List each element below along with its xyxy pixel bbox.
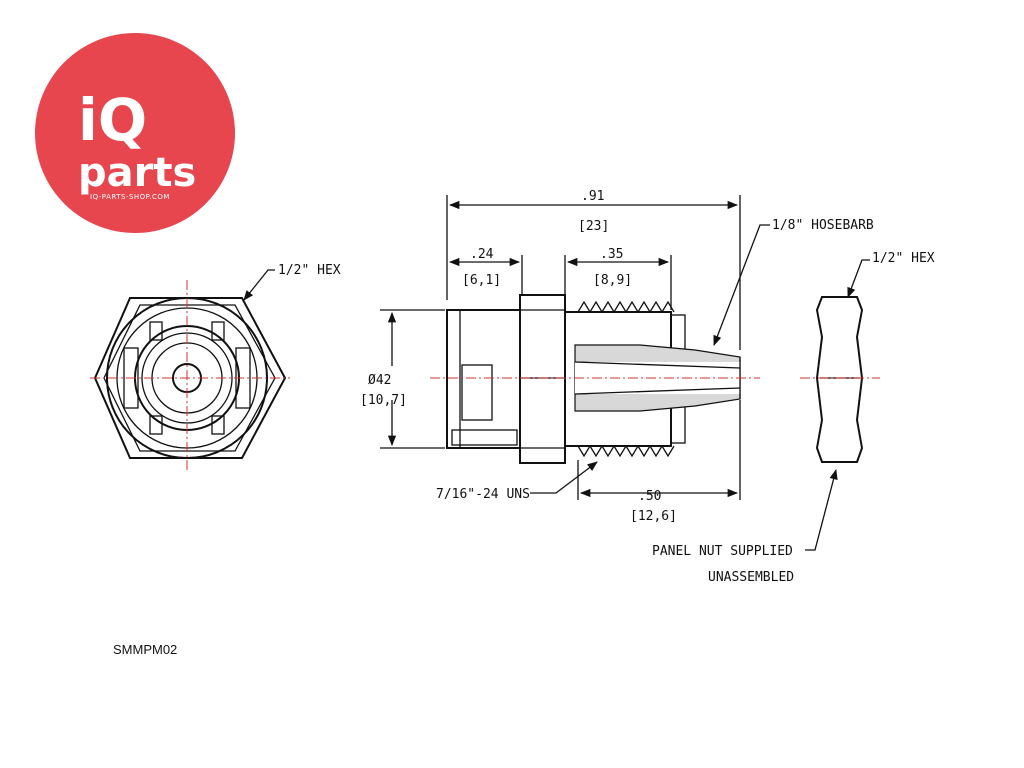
logo-website: IQ-PARTS-SHOP.COM [90,193,170,201]
barb-length: .50 [638,489,661,504]
logo-iq: iQ [78,86,147,154]
front-view: 1/2" HEX [90,263,341,470]
diameter-mm: [10,7] [360,393,407,408]
barb-length-mm: [12,6] [630,509,677,524]
nut-view: 1/2" HEX PANEL NUT SUPPLIED UNASSEMBLED [652,251,935,585]
nut-note-line2: UNASSEMBLED [708,570,794,585]
overall-length: .91 [581,189,604,204]
logo-circle [35,33,235,233]
thread-length-mm: [8,9] [593,273,632,288]
hosebarb-label: 1/8" HOSEBARB [772,218,874,233]
thread-length: .35 [600,247,623,262]
nut-hex-label: 1/2" HEX [872,251,935,266]
body-hex [519,294,566,464]
iq-parts-logo: iQ parts IQ-PARTS-SHOP.COM [35,33,235,233]
hosebarb [574,344,741,412]
diameter: Ø42 [368,373,391,388]
body-length-mm: [6,1] [462,273,501,288]
side-view: .91 [23] 1/8" HOSEBARB .24 [6,1] .35 [8,… [360,189,874,524]
front-hex-label: 1/2" HEX [278,263,341,278]
thread-label: 7/16"-24 UNS [436,487,530,502]
nut-note-line1: PANEL NUT SUPPLIED [652,544,793,559]
logo-parts: parts [78,150,196,196]
body-length: .24 [470,247,494,262]
part-code: SMMPM02 [113,642,177,657]
overall-length-mm: [23] [578,219,609,234]
nut-body [815,296,864,463]
